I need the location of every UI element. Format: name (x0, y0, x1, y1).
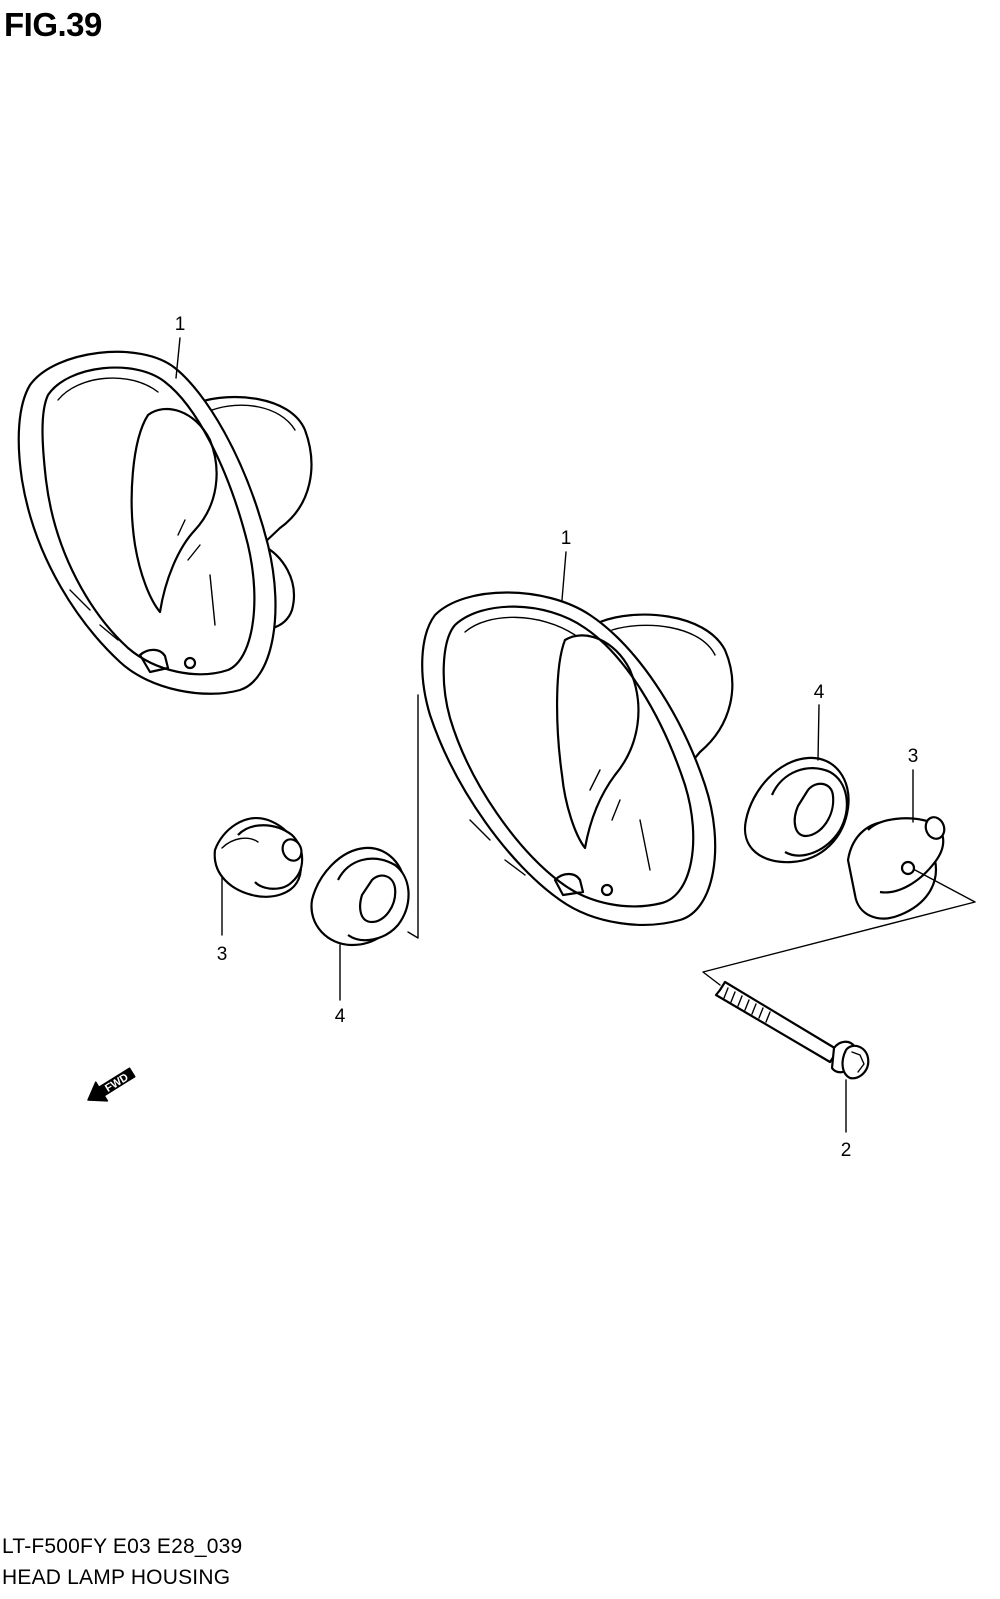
callout-label: 1 (175, 314, 186, 335)
callout-1-left: 1 (175, 314, 186, 379)
cushion-left (213, 817, 304, 898)
forward-arrow-icon: FWD (87, 1067, 136, 1102)
callout-4-right: 4 (814, 682, 825, 761)
model-code: LT-F500FY E03 E28_039 (2, 1535, 243, 1558)
assembly-leader-left (407, 694, 419, 939)
callout-label: 2 (841, 1140, 852, 1161)
bolt (714, 980, 870, 1080)
callout-label: 4 (814, 682, 825, 703)
callout-3-right: 3 (908, 746, 919, 823)
callout-label: 3 (908, 746, 919, 767)
callout-1-right: 1 (561, 528, 572, 601)
callout-label: 3 (217, 944, 228, 965)
grommet-right (743, 756, 850, 864)
callout-label: 1 (561, 528, 572, 549)
section-name: HEAD LAMP HOUSING (2, 1566, 231, 1589)
callout-4-left: 4 (335, 944, 346, 1027)
figure-title: FIG.39 (4, 6, 102, 43)
assembly-leader-right (702, 869, 976, 986)
callout-label: 4 (335, 1006, 346, 1027)
headlamp-housing-right (421, 591, 734, 926)
callout-3-left: 3 (217, 877, 228, 965)
headlamp-housing-left (17, 350, 313, 695)
cushion-right (846, 816, 946, 920)
callout-2: 2 (841, 1079, 852, 1161)
grommet-left (310, 846, 410, 947)
